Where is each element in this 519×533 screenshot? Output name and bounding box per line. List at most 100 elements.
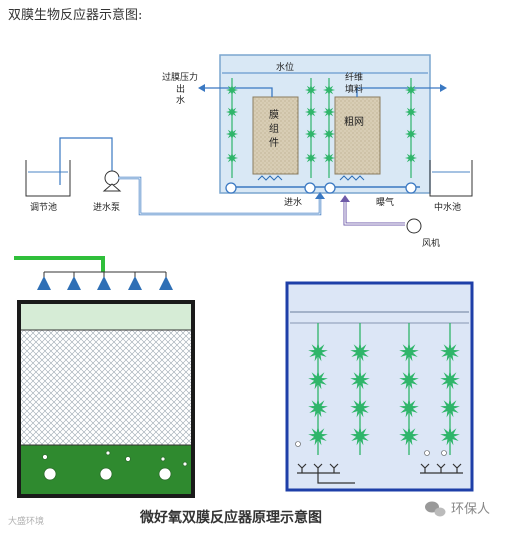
effluent-arrow — [198, 84, 205, 92]
membrane-mesh-zone — [21, 330, 191, 445]
spray-nozzle — [37, 276, 51, 290]
fiber-bundle — [323, 84, 335, 96]
fiber-bundle — [350, 398, 370, 418]
fiber-bundle — [350, 342, 370, 362]
aeration-pipe-inner — [344, 200, 405, 225]
inlet-water-label: 进水 — [284, 196, 302, 208]
bioreactor-tank — [219, 54, 431, 194]
fiber-bundle — [305, 128, 317, 140]
diffuser-heads-top — [257, 175, 365, 181]
inlet-valve-3 — [324, 182, 336, 194]
spray-nozzles — [37, 272, 173, 290]
fiber-bundle — [399, 426, 419, 446]
spray-nozzle — [159, 276, 173, 290]
reclaimed-tank-label: 中水池 — [434, 201, 461, 213]
membrane-label-2: 组 — [269, 122, 279, 135]
inlet-pipe-inner — [118, 177, 321, 215]
fiber-bundle — [308, 342, 328, 362]
fiber-bundle — [399, 370, 419, 390]
reclaimed-water-tank — [429, 160, 473, 197]
fiber-bundle — [399, 342, 419, 362]
coarse-mesh-module — [334, 96, 381, 175]
membrane-module — [252, 96, 299, 175]
fiber-label-2: 填料 — [345, 83, 363, 95]
diffusers-bottom — [297, 463, 463, 484]
air-bubble — [158, 467, 172, 481]
inlet-valve-1 — [225, 182, 237, 194]
fiber-bundle — [323, 106, 335, 118]
fiber-bundle — [350, 370, 370, 390]
fiber-bundle — [305, 152, 317, 164]
blower — [406, 218, 422, 234]
bubble-right-3 — [441, 450, 447, 456]
bubble-right-2 — [424, 450, 430, 456]
fiber-bundle — [440, 398, 460, 418]
fiber-bundle — [440, 370, 460, 390]
watermark-right: 环保人 — [451, 502, 490, 517]
blower-label: 风机 — [422, 237, 440, 249]
membrane-label-1: 膜 — [269, 109, 279, 121]
water-level-label: 水位 — [276, 61, 294, 73]
feed-pump-label: 进水泵 — [93, 201, 120, 213]
air-bubble — [105, 450, 111, 456]
spray-nozzle — [67, 276, 81, 290]
wechat-icon — [425, 501, 446, 517]
regulating-tank — [25, 160, 71, 197]
inlet-valve-2 — [304, 182, 316, 194]
feed-pump-base — [102, 183, 122, 192]
diagram-caption: 微好氧双膜反应器原理示意图 — [139, 509, 322, 526]
pressure-label: 过膜压力 — [162, 71, 198, 83]
fiber-bundle — [323, 128, 335, 140]
watermark-left: 大盛环境 — [8, 515, 44, 527]
aeration-label: 曝气 — [376, 196, 394, 208]
fiber-bundle — [305, 106, 317, 118]
clear-water-zone — [21, 304, 191, 330]
air-bubble — [99, 467, 113, 481]
fiber-bundle — [399, 398, 419, 418]
fiber-bundle — [350, 426, 370, 446]
fiber-bundle — [405, 106, 417, 118]
fiber-bundle — [323, 152, 335, 164]
fiber-strands-bottom — [308, 323, 460, 455]
membrane-label-3: 件 — [269, 137, 279, 149]
fiber-label-1: 纤维 — [345, 71, 363, 83]
air-bubble — [125, 456, 131, 462]
aeration-bubbles-left — [42, 450, 188, 481]
fiber-bundle — [308, 370, 328, 390]
right-reactor-vessel — [285, 281, 474, 492]
spray-nozzle — [97, 276, 111, 290]
feed-pump — [104, 170, 120, 186]
fiber-bundle — [440, 342, 460, 362]
inlet-valve-4 — [405, 182, 417, 194]
air-bubble — [160, 456, 166, 462]
fiber-strands-top — [226, 78, 417, 178]
fiber-bundle — [308, 426, 328, 446]
outlet-label: 出 — [176, 83, 185, 95]
spray-nozzle — [128, 276, 142, 290]
fiber-bundle — [226, 128, 238, 140]
effluent-pipe — [205, 87, 273, 97]
bubble-right-1 — [295, 441, 301, 447]
outlet-label-2: 水 — [176, 94, 185, 106]
fiber-bundle — [405, 128, 417, 140]
air-bubble — [42, 454, 48, 460]
fiber-bundle — [308, 398, 328, 418]
diagram-title: 双膜生物反应器示意图: — [8, 7, 142, 23]
coarse-mesh-outlet-arrow — [440, 84, 447, 92]
air-bubble — [182, 461, 188, 467]
fiber-bundle — [305, 84, 317, 96]
fiber-bundle — [226, 84, 238, 96]
regulating-tank-label: 调节池 — [30, 201, 57, 213]
aeration-pipe — [343, 200, 405, 226]
fiber-bundle — [405, 84, 417, 96]
fiber-bundle — [226, 152, 238, 164]
fiber-bundle — [440, 426, 460, 446]
coarse-mesh-label: 粗网 — [344, 116, 364, 128]
inlet-arrow — [315, 192, 325, 199]
green-supply-pipe — [14, 256, 105, 272]
fiber-bundle — [226, 106, 238, 118]
suction-pipe — [59, 137, 113, 185]
air-bubble — [43, 467, 57, 481]
fiber-bundle — [405, 152, 417, 164]
